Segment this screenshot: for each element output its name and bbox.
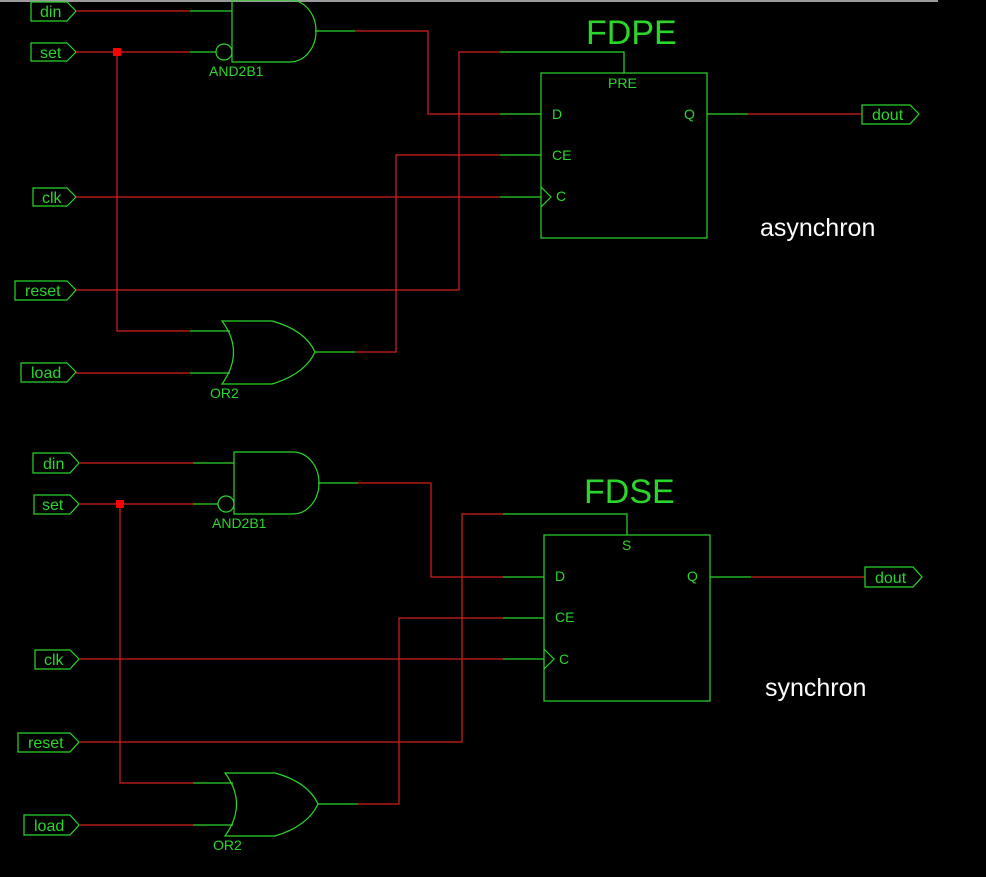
port-set[interactable]: set (30, 42, 77, 62)
port-din[interactable]: din (32, 452, 80, 474)
pin-q: Q (687, 568, 698, 584)
port-clk[interactable]: clk (34, 649, 80, 670)
port-clk[interactable]: clk (32, 187, 77, 207)
pin-c: C (556, 188, 566, 204)
port-dout[interactable]: dout (861, 104, 920, 125)
or-gate[interactable]: OR2 (210, 320, 316, 401)
or-gate-label: OR2 (213, 837, 242, 853)
pin-q: Q (684, 106, 695, 122)
and-gate[interactable]: AND2B1 (212, 451, 320, 531)
port-set-label: set (42, 497, 64, 514)
circuit-fdse: din set clk reset load (17, 451, 923, 853)
pin-ce: CE (552, 147, 571, 163)
pin-pre: PRE (608, 75, 637, 91)
component-title: FDSE (584, 473, 675, 511)
port-load[interactable]: load (23, 814, 80, 836)
port-reset[interactable]: reset (17, 732, 80, 753)
and-gate-label: AND2B1 (212, 515, 267, 531)
port-set-label: set (40, 45, 62, 62)
circuit-fdpe: din set clk reset load (14, 0, 920, 401)
pin-s: S (622, 537, 631, 553)
port-reset-label: reset (25, 283, 61, 300)
port-reset[interactable]: reset (14, 280, 77, 301)
pin-ce: CE (555, 609, 574, 625)
port-din-label: din (40, 4, 61, 21)
pin-d: D (555, 568, 565, 584)
port-clk-label: clk (44, 652, 65, 669)
port-load-label: load (34, 818, 64, 835)
and-gate-label: AND2B1 (209, 63, 264, 79)
wires-fdpe (76, 10, 862, 374)
port-reset-label: reset (28, 735, 64, 752)
wires-fdse (79, 462, 865, 826)
port-din[interactable]: din (30, 1, 77, 22)
port-dout-label: dout (872, 107, 904, 124)
flip-flop-fdpe[interactable]: PRE D CE C Q (540, 72, 708, 239)
port-din-label: din (43, 456, 64, 473)
pin-d: D (552, 106, 562, 122)
or-gate[interactable]: OR2 (213, 772, 319, 853)
mode-note: asynchron (760, 214, 875, 242)
port-dout[interactable]: dout (864, 566, 923, 588)
port-clk-label: clk (42, 190, 63, 207)
port-dout-label: dout (875, 570, 907, 587)
junction-dot (113, 48, 121, 56)
junction-dot (116, 500, 124, 508)
mode-note: synchron (765, 674, 866, 702)
and-gate[interactable]: AND2B1 (209, 0, 317, 79)
port-load[interactable]: load (20, 362, 77, 383)
pin-c: C (559, 651, 569, 667)
port-set[interactable]: set (33, 494, 80, 515)
flip-flop-fdse[interactable]: S D CE C Q (543, 534, 711, 702)
component-title: FDPE (586, 14, 677, 52)
or-gate-label: OR2 (210, 385, 239, 401)
port-load-label: load (31, 365, 61, 382)
